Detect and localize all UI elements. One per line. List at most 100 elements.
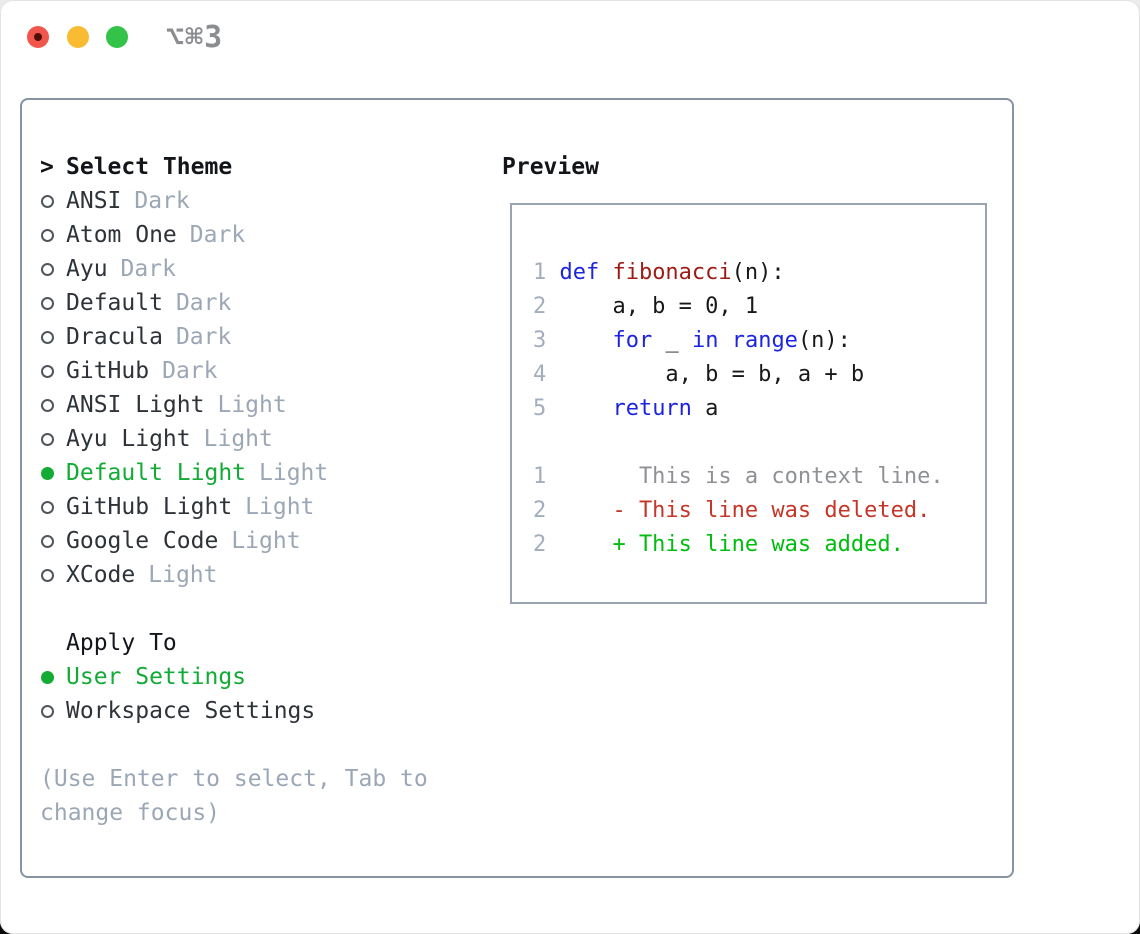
theme-variant-badge: Dark xyxy=(189,222,246,248)
close-button[interactable] xyxy=(27,26,49,48)
theme-variant-badge: Dark xyxy=(134,188,190,214)
theme-option-github-dark[interactable]: GitHub Dark xyxy=(40,354,490,388)
theme-name: XCode xyxy=(66,562,136,588)
theme-name: Ayu Light xyxy=(66,426,191,452)
theme-select-column: > Select Theme ANSI Dark Atom One Dark A… xyxy=(40,150,490,830)
apply-to-header: Apply To xyxy=(40,626,490,660)
apply-option-workspace-settings[interactable]: Workspace Settings xyxy=(40,694,490,728)
focus-prompt-icon: > xyxy=(40,154,54,180)
radio-icon xyxy=(41,296,54,310)
line-number: 1 xyxy=(533,259,547,285)
code-text xyxy=(559,328,612,353)
theme-settings-panel: > Select Theme ANSI Dark Atom One Dark A… xyxy=(20,98,1014,878)
preview-title: Preview xyxy=(502,154,599,180)
code-function: fibonacci xyxy=(612,259,732,285)
code-text xyxy=(718,328,731,353)
radio-icon xyxy=(41,534,54,548)
code-line: 5 return a xyxy=(533,391,944,425)
line-number: 2 xyxy=(533,293,547,319)
code-line: 4 a, b = b, a + b xyxy=(533,357,944,391)
spacer xyxy=(40,728,490,762)
line-number: 2 xyxy=(533,531,547,557)
theme-variant-badge: Light xyxy=(245,494,315,520)
theme-select-title: Select Theme xyxy=(66,154,233,180)
maximize-button[interactable] xyxy=(106,26,128,48)
theme-variant-badge: Dark xyxy=(162,358,218,384)
apply-to-title: Apply To xyxy=(66,630,177,656)
theme-variant-badge: Dark xyxy=(120,256,176,282)
radio-icon xyxy=(41,500,54,514)
theme-variant-badge: Light xyxy=(231,528,301,554)
code-text: a xyxy=(691,395,719,421)
code-text xyxy=(559,396,612,421)
line-number: 1 xyxy=(533,463,547,489)
titlebar: ⌥⌘3 xyxy=(0,0,1140,75)
minimize-button[interactable] xyxy=(67,26,89,48)
apply-option-label: Workspace Settings xyxy=(66,698,316,724)
theme-variant-badge: Light xyxy=(203,426,273,452)
theme-name: Dracula xyxy=(66,324,163,350)
keyboard-hint-text: (Use Enter to select, Tab to change focu… xyxy=(40,766,428,826)
theme-variant-badge: Dark xyxy=(175,324,232,350)
diff-deleted-line: 2 - This line was deleted. xyxy=(533,493,944,527)
radio-icon xyxy=(41,398,54,412)
code-line: 3 for _ in range(n): xyxy=(533,323,944,357)
theme-option-atom-one-dark[interactable]: Atom One Dark xyxy=(40,218,490,252)
code-text: a, b = 0, 1 xyxy=(559,293,759,319)
radio-icon xyxy=(41,432,54,446)
theme-name: Atom One xyxy=(66,222,177,248)
code-text: a, b = b, a + b xyxy=(559,361,865,387)
theme-option-google-code[interactable]: Google Code Light xyxy=(40,524,490,558)
theme-name: Google Code xyxy=(66,528,219,554)
radio-selected-icon xyxy=(41,670,54,684)
code-keyword: for xyxy=(612,327,653,353)
theme-option-github-light[interactable]: GitHub Light Light xyxy=(40,490,490,524)
radio-icon xyxy=(41,228,54,242)
diff-deleted-text: - This line was deleted. xyxy=(559,497,931,523)
window-title: ⌥⌘3 xyxy=(166,20,224,55)
diff-context-text: This is a context line. xyxy=(559,463,944,489)
theme-option-xcode[interactable]: XCode Light xyxy=(40,558,490,592)
spacer xyxy=(40,592,490,626)
radio-icon xyxy=(41,568,54,582)
line-number: 5 xyxy=(533,395,547,421)
apply-option-user-settings[interactable]: User Settings xyxy=(40,660,490,694)
radio-icon xyxy=(41,194,54,208)
radio-icon xyxy=(41,364,54,378)
theme-variant-badge: Dark xyxy=(175,290,232,316)
theme-option-dracula-dark[interactable]: Dracula Dark xyxy=(40,320,490,354)
radio-selected-icon xyxy=(41,466,54,480)
code-line: 2 a, b = 0, 1 xyxy=(533,289,944,323)
theme-name: ANSI xyxy=(66,188,122,214)
radio-icon xyxy=(41,704,54,718)
theme-option-default-dark[interactable]: Default Dark xyxy=(40,286,490,320)
apply-option-label: User Settings xyxy=(66,664,247,690)
line-number: 4 xyxy=(533,361,547,387)
theme-name: GitHub xyxy=(66,358,150,384)
theme-option-ayu-light[interactable]: Ayu Light Light xyxy=(40,422,490,456)
theme-variant-badge: Light xyxy=(259,460,329,486)
code-text: (n): xyxy=(797,327,851,353)
theme-name: Default xyxy=(66,290,163,316)
theme-option-default-light[interactable]: Default Light Light xyxy=(40,456,490,490)
theme-option-ayu-dark[interactable]: Ayu Dark xyxy=(40,252,490,286)
radio-icon xyxy=(41,330,54,344)
code-keyword: range xyxy=(731,327,798,353)
theme-option-ansi-light[interactable]: ANSI Light Light xyxy=(40,388,490,422)
code-keyword: return xyxy=(612,395,692,421)
code-keyword: in xyxy=(691,327,719,353)
theme-option-ansi-dark[interactable]: ANSI Dark xyxy=(40,184,490,218)
diff-added-text: + This line was added. xyxy=(559,531,904,557)
radio-icon xyxy=(41,262,54,276)
theme-name: Ayu xyxy=(66,256,108,282)
theme-name: Default Light xyxy=(66,460,247,486)
theme-select-header: > Select Theme xyxy=(40,150,490,184)
diff-added-line: 2 + This line was added. xyxy=(533,527,944,561)
theme-name: GitHub Light xyxy=(66,494,233,520)
code-text: (n): xyxy=(731,259,785,285)
diff-context-line: 1 This is a context line. xyxy=(533,459,944,493)
